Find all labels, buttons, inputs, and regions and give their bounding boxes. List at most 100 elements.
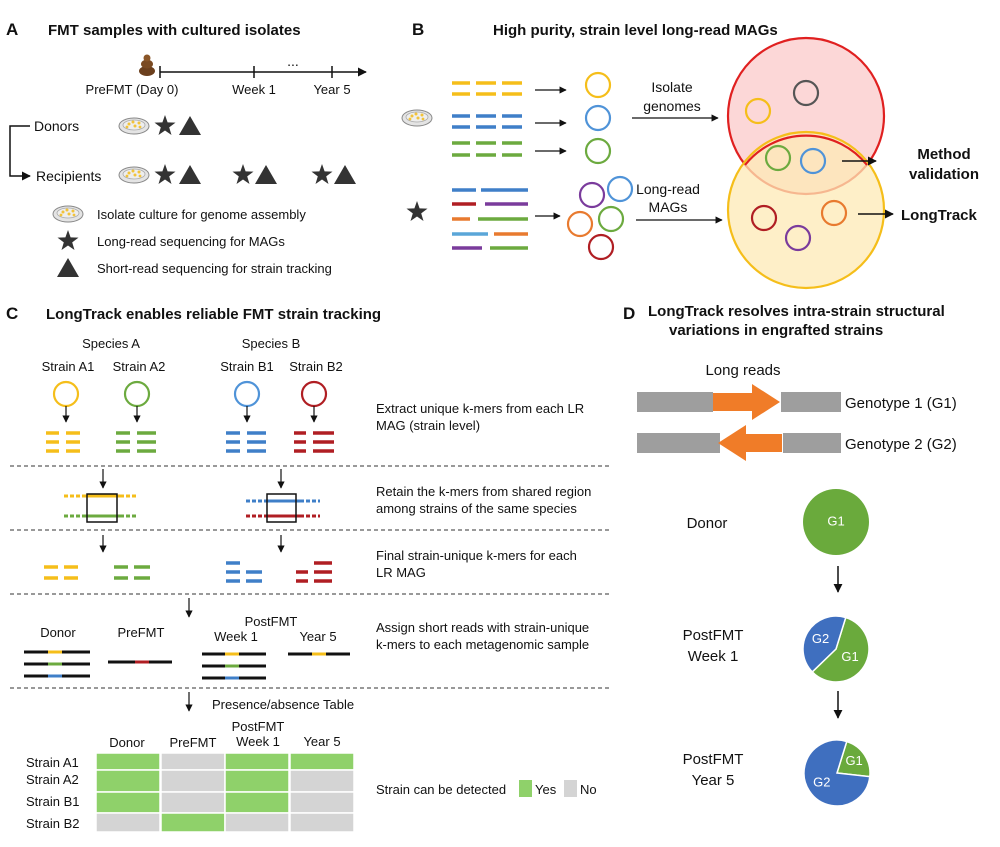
sample-donor-label: Donor [40,625,76,640]
table-cell-r3-c1 [160,812,226,833]
legend-triangle-label: Short-read sequencing for strain trackin… [97,261,332,276]
table-cell-r1-c2 [224,769,290,793]
panel-d-title-1: LongTrack resolves intra-strain structur… [648,303,945,320]
table-cell-r0-c3 [289,752,355,771]
pie-0-g1-label: G1 [827,513,844,528]
shared-region-b [246,499,320,518]
species-a-label: Species A [82,336,140,351]
table-row-b1: Strain B1 [26,794,79,809]
method-validation-label-1: Method [917,146,970,163]
legend-star-icon [57,230,79,250]
timeline-year5-label: Year 5 [313,82,350,97]
strain-a1-label: Strain A1 [42,359,95,374]
step-4-line-1: Assign short reads with strain-unique [376,620,589,635]
venn-lr-circle [726,130,886,290]
longtrack-label: LongTrack [901,207,978,224]
lr-mags-label-2: MAGs [649,199,688,215]
shared-region-a [64,494,136,518]
method-validation-label-2: validation [909,166,979,183]
table-col-prefmt: PreFMT [170,735,217,750]
panel-c-title: LongTrack enables reliable FMT strain tr… [46,306,381,323]
panel-d-title-2: variations in engrafted strains [669,322,883,339]
timeline-ellipsis: ... [287,53,299,69]
panel-c-letter: C [6,304,18,323]
year5-star-icon [311,164,333,184]
presence-table-grid [95,752,355,833]
pie-week1-label-1: PostFMT [683,627,744,644]
lr-mags-label-1: Long-read [636,181,700,197]
table-cell-r2-c3 [289,791,355,814]
strain-kmers [46,431,334,453]
table-cell-r3-c2 [224,812,290,833]
step-2-line-2: among strains of the same species [376,501,577,516]
pie-week1-label-2: Week 1 [688,648,739,665]
recipient-star-icon [154,164,176,184]
strain-b2-label: Strain B2 [289,359,342,374]
poop-icon [139,54,155,76]
g2-right-segment [783,433,841,453]
table-title: Presence/absence Table [212,697,354,712]
isolate-genome-blue [584,104,612,132]
table-row-a1: Strain A1 [26,755,79,770]
step-3-line-1: Final strain-unique k-mers for each [376,548,577,563]
venn-overlap-outline [744,134,868,166]
species-b-label: Species B [242,336,301,351]
panel-a-title: FMT samples with cultured isolates [48,22,301,39]
step-1-line-2: MAG (strain level) [376,418,480,433]
strain-a2-label: Strain A2 [113,359,166,374]
donors-label: Donors [34,118,79,134]
table-cell-r2-c1 [160,791,226,814]
g1-left-segment [637,392,713,412]
sample-year5-label: Year 5 [299,629,336,644]
table-cell-r1-c0 [95,769,161,793]
step-3-line-2: LR MAG [376,565,426,580]
donor-triangle-icon [179,116,201,135]
isolate-genome-green [584,137,612,165]
legend-dish-icon [52,205,84,223]
panel-b-letter: B [412,20,424,39]
panel-a: A FMT samples with cultured isolates ...… [6,20,367,277]
panel-b-title: High purity, strain level long-read MAGs [493,22,778,39]
sample-week1-label: Week 1 [214,629,258,644]
pie-1-g1-slice [811,616,870,683]
lr-mag-orange [566,210,594,238]
legend-triangle-icon [57,258,79,277]
table-cell-r1-c3 [289,769,355,793]
table-col-postfmt: PostFMT [232,719,285,734]
table-cell-r3-c3 [289,812,355,833]
isolate-genomes-label-1: Isolate [651,79,692,95]
short-reads [24,650,350,680]
legend-no-label: No [580,782,597,797]
lr-mag-green [597,205,625,233]
pie-2-g2-label: G2 [813,774,830,789]
step-4-line-2: k-mers to each metagenomic sample [376,637,589,652]
pie-2-g1-slice [836,740,871,778]
legend-culture-label: Isolate culture for genome assembly [97,207,306,222]
donor-star-icon [154,115,176,135]
isolate-reads [452,81,522,157]
legend-star-label: Long-read sequencing for MAGs [97,234,285,249]
isolate-genomes-label-2: genomes [643,98,701,114]
g1-right-segment [781,392,841,412]
strain-b1-label: Strain B1 [220,359,273,374]
timeline-week1-label: Week 1 [232,82,276,97]
legend-yes-swatch [519,780,532,797]
table-cell-r1-c1 [160,769,226,793]
table-cell-r0-c1 [160,752,226,771]
lr-mag-blue [606,175,634,203]
panel-a-letter: A [6,20,18,39]
panel-d-letter: D [623,304,635,323]
panel-b: B High purity, strain level long-read MA… [401,20,979,290]
week1-star-icon [232,164,254,184]
pie-donor-label: Donor [687,515,728,532]
legend-no-swatch [564,780,577,797]
g2-inversion-arrow [718,425,782,461]
table-cell-r0-c2 [224,752,290,771]
recipients-label: Recipients [36,168,101,184]
detect-legend-label: Strain can be detected [376,782,506,797]
table-col-year5: Year 5 [303,734,340,749]
isolate-genome-yellow [584,71,612,99]
pie-year5-label-1: PostFMT [683,751,744,768]
pie-0-g1-slice [803,489,869,555]
